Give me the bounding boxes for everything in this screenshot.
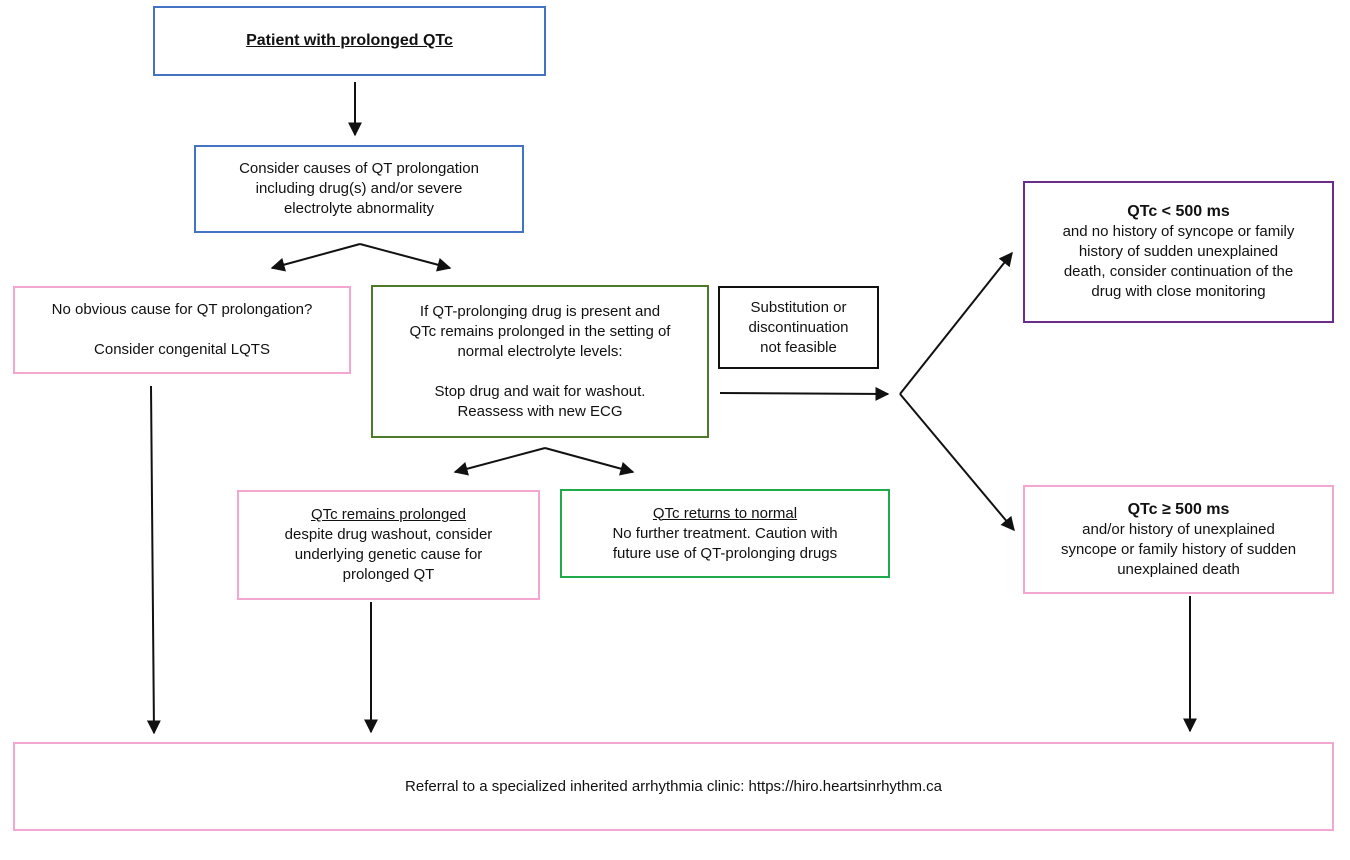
substitution-box: Substitution or discontinuation not feas… [718,286,879,369]
normal-line: No further treatment. Caution with [612,524,838,542]
causes-line: electrolyte abnormality [283,200,435,217]
drug-line: If QT-prolonging drug is present and [419,302,661,320]
remains-line: prolonged QT [342,566,435,583]
substitution-line: Substitution or [750,298,847,316]
drug-line: QTc remains prolonged in the setting of [409,322,671,340]
arrow-branch-to-over500 [899,393,1015,532]
referral-text: Referral to a specialized inherited arrh… [405,777,942,795]
qtc-over-500-box: QTc ≥ 500 ms and/or history of unexplain… [1023,485,1334,594]
arrow-drug-split-left [453,447,546,476]
normal-line: future use of QT-prolonging drugs [612,544,838,562]
under500-line: and no history of syncope or family [1062,223,1295,240]
remains-line: underlying genetic cause for [294,546,483,563]
drug-action-line: Stop drug and wait for washout. [434,382,646,400]
normal-heading: QTc returns to normal [652,504,798,522]
under500-line: drug with close monitoring [1091,283,1266,300]
substitution-line: discontinuation [748,318,849,336]
arrow-nocause-to-referral [146,385,161,735]
under500-heading: QTc < 500 ms [1127,203,1230,220]
drug-box: If QT-prolonging drug is present and QTc… [371,285,709,438]
remains-prolonged-box: QTc remains prolonged despite drug washo… [237,490,540,600]
arrow-drug-split-right [544,447,635,476]
arrow-causes-split-left [270,243,361,272]
no-cause-box: No obvious cause for QT prolongation? Co… [13,286,351,374]
over500-line: and/or history of unexplained [1082,520,1275,538]
arrow-causes-split-right [359,243,452,272]
arrow-branch-to-under500 [899,251,1013,395]
referral-box: Referral to a specialized inherited arrh… [13,742,1334,831]
drug-line: normal electrolyte levels: [457,342,623,360]
causes-line: Consider causes of QT prolongation [239,160,479,177]
no-cause-advice: Consider congenital LQTS [94,341,270,358]
arrow-drug-to-branch [719,386,890,401]
over500-heading: QTc ≥ 500 ms [1127,500,1230,518]
causes-box: Consider causes of QT prolongation inclu… [194,145,524,233]
under500-line: death, consider continuation of the [1063,263,1294,280]
start-title: Patient with prolonged QTc [246,32,453,49]
start-box: Patient with prolonged QTc [153,6,546,76]
remains-heading: QTc remains prolonged [310,506,467,523]
returns-normal-box: QTc returns to normal No further treatme… [560,489,890,578]
over500-line: syncope or family history of sudden [1060,540,1297,558]
drug-action-line: Reassess with new ECG [457,402,623,420]
under500-line: history of sudden unexplained [1078,243,1279,260]
substitution-line: not feasible [760,338,837,356]
remains-line: despite drug washout, consider [284,526,493,543]
over500-line: unexplained death [1117,560,1240,578]
causes-line: including drug(s) and/or severe [255,180,463,197]
qtc-under-500-box: QTc < 500 ms and no history of syncope o… [1023,181,1334,323]
no-cause-question: No obvious cause for QT prolongation? [51,301,313,318]
